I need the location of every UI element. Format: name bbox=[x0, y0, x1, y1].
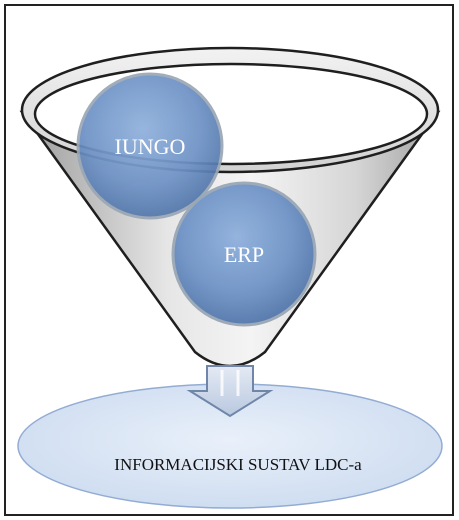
iungo-node: IUNGO bbox=[76, 72, 224, 220]
down-arrow-icon bbox=[186, 365, 274, 418]
erp-node: ERP bbox=[171, 181, 317, 327]
output-label: INFORMACIJSKI SUSTAV LDC-a bbox=[114, 455, 362, 474]
iungo-label: IUNGO bbox=[115, 134, 186, 159]
erp-label: ERP bbox=[224, 242, 264, 267]
